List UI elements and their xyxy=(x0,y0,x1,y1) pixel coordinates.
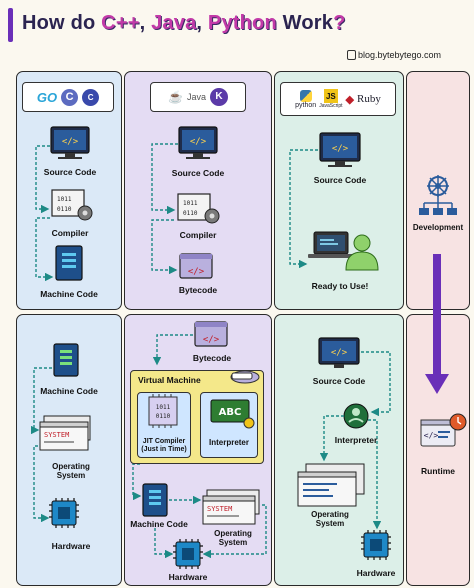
cpp-source-label: Source Code xyxy=(43,167,97,177)
page-title: How do C++, Java, Python Work? xyxy=(22,12,346,34)
cpp-source-monitor-icon: </> xyxy=(50,126,90,159)
js-logo: JS JavaScript xyxy=(319,89,343,109)
java-hardware-label: Hardware xyxy=(168,572,208,582)
python-snake-icon xyxy=(299,89,312,102)
svg-text:0110: 0110 xyxy=(183,210,198,217)
runtime-phase-label: Runtime xyxy=(421,466,455,476)
java-hardware-chip-icon xyxy=(173,539,203,569)
python-hardware-chip-icon xyxy=(361,530,391,560)
cpp-hardware-chip-icon xyxy=(49,498,79,528)
svg-text:</>: </> xyxy=(188,267,205,277)
java-source-label: Source Code xyxy=(171,168,225,178)
svg-text:1011: 1011 xyxy=(183,200,198,207)
cpp-runtime-machine-code-label: Machine Code xyxy=(40,386,98,396)
python-runtime-source-label: Source Code xyxy=(312,376,366,386)
java-cup-icon: ☕ xyxy=(168,90,183,104)
python-logo: python xyxy=(295,89,316,109)
java-compiler-icon: 1011 0110 xyxy=(177,193,220,224)
java-machine-code-icon xyxy=(142,483,168,517)
python-logos: python JS JavaScript ◆ Ruby xyxy=(280,82,396,116)
cpp-hardware-label: Hardware xyxy=(51,541,91,551)
development-phase-label: Development xyxy=(412,223,464,232)
svg-text:0110: 0110 xyxy=(57,206,72,213)
cpp-compiler-icon: 1011 0110 xyxy=(51,189,93,221)
python-source-monitor-icon: </> xyxy=(319,132,361,167)
runtime-code-window-icon: </> xyxy=(420,413,467,447)
cpp-runtime-machine-code-icon xyxy=(53,343,79,377)
kotlin-logo: K xyxy=(209,88,228,106)
java-runtime-bytecode-icon: </> xyxy=(194,321,228,347)
svg-text:SYSTEM: SYSTEM xyxy=(207,505,232,513)
svg-text:SYSTEM: SYSTEM xyxy=(44,431,69,439)
interpreter-box xyxy=(200,392,258,458)
svg-text:</>: </> xyxy=(331,348,348,358)
cpp-logos: GO C C xyxy=(22,82,114,112)
ruby-logo: Ruby xyxy=(357,93,381,105)
java-os-window-icon: SYSTEM xyxy=(202,489,260,525)
svg-text:</>: </> xyxy=(424,431,439,440)
title-accent-bar xyxy=(8,8,13,42)
java-source-monitor-icon: </> xyxy=(178,126,218,159)
java-compiler-label: Compiler xyxy=(179,230,217,240)
python-hardware-label: Hardware xyxy=(356,568,396,578)
go-logo: GO xyxy=(36,89,58,105)
python-os-label: Operating System xyxy=(311,510,349,528)
python-ready-label: Ready to Use! xyxy=(311,281,369,291)
java-os-label: Operating System xyxy=(214,529,252,547)
svg-text:</>: </> xyxy=(203,335,220,345)
python-interpreter-icon xyxy=(343,403,369,429)
interpreter-label: Interpreter xyxy=(208,438,249,447)
java-machine-code-label: Machine Code xyxy=(130,519,188,529)
cpp-logo-icon: C xyxy=(82,88,100,106)
blog-icon xyxy=(347,50,356,60)
java-logos: ☕ Java K xyxy=(150,82,246,112)
java-bytecode-icon: </> xyxy=(179,253,213,279)
cpp-os-label: Operating System xyxy=(52,462,90,480)
c-logo: C xyxy=(61,88,79,106)
phase-transition-arrow xyxy=(425,254,449,394)
cpp-compiler-label: Compiler xyxy=(51,228,89,238)
java-logo: Java xyxy=(186,92,206,102)
python-interpreter-label: Interpreter xyxy=(334,435,378,445)
svg-text:</>: </> xyxy=(332,144,349,154)
cpp-machine-code-icon xyxy=(55,245,83,281)
python-ready-laptop-icon xyxy=(308,231,379,271)
runtime-phase-panel xyxy=(406,314,470,586)
svg-text:</>: </> xyxy=(62,137,79,147)
java-runtime-bytecode-label: Bytecode xyxy=(192,353,232,363)
python-source-label: Source Code xyxy=(313,175,367,185)
svg-text:1011: 1011 xyxy=(57,196,72,203)
ruby-icon: ◆ xyxy=(345,93,354,106)
svg-text:</>: </> xyxy=(190,137,207,147)
jit-compiler-label: JIT Compiler (Just in Time) xyxy=(141,438,187,453)
cpp-os-window-icon: SYSTEM xyxy=(39,415,91,451)
vm-label: Virtual Machine xyxy=(138,375,201,385)
cpp-machine-code-label: Machine Code xyxy=(40,289,98,299)
java-bytecode-label: Bytecode xyxy=(178,285,218,295)
development-network-icon xyxy=(419,175,457,215)
python-os-window-icon xyxy=(297,463,365,507)
python-runtime-monitor-icon: </> xyxy=(318,337,360,368)
source-link[interactable]: blog.bytebytego.com xyxy=(358,50,442,60)
